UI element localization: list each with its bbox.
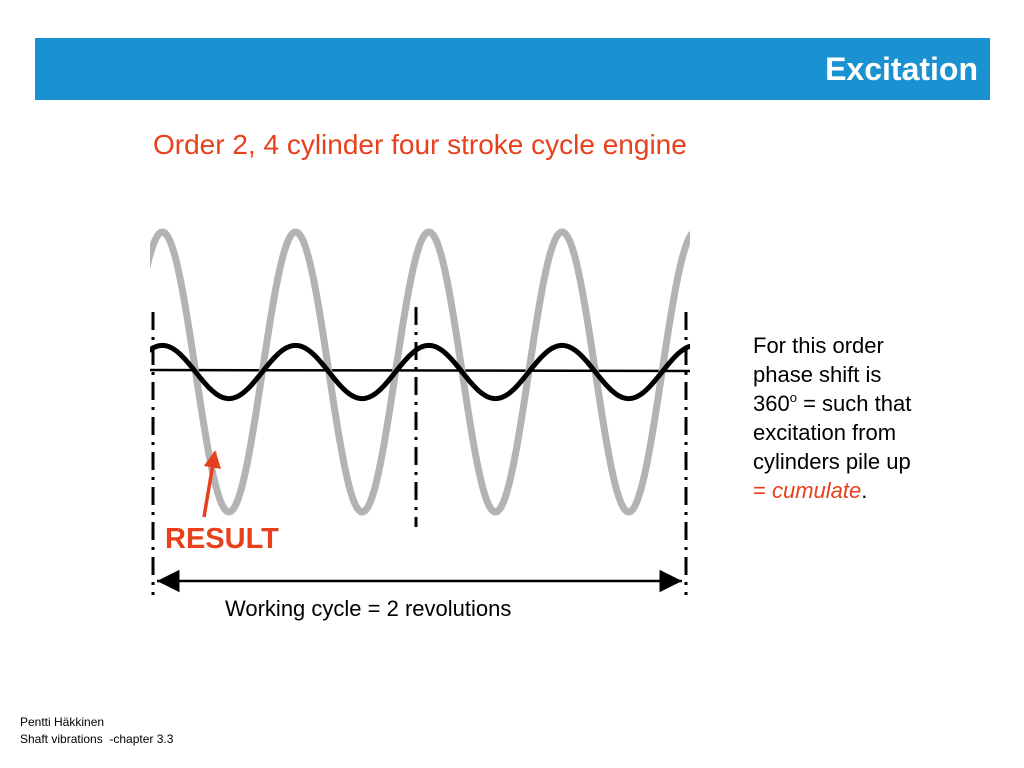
explanation-line: excitation from — [753, 420, 897, 445]
explanation-text: For this order phase shift is 360o = suc… — [753, 331, 993, 505]
result-pointer-arrow — [202, 450, 221, 518]
explanation-line: cylinders pile up — [753, 449, 911, 474]
equals-sign: = — [753, 478, 772, 503]
slide-title: Excitation — [825, 51, 978, 87]
result-wave — [150, 228, 690, 516]
explanation-fragment: = such that — [796, 391, 912, 416]
working-cycle-label: Working cycle = 2 revolutions — [225, 596, 512, 621]
degree-sup: o — [789, 390, 797, 405]
phase-value: 360 — [753, 391, 790, 416]
cumulate-emphasis: cumulate — [771, 478, 862, 503]
explanation-line: = cumulate. — [753, 476, 993, 505]
result-label: RESULT — [165, 523, 279, 555]
slide-subtitle: Order 2, 4 cylinder four stroke cycle en… — [153, 129, 687, 160]
cylinder-wave — [150, 342, 690, 402]
explanation-line: 360o = such that — [753, 389, 993, 418]
footer-course: Shaft vibrations -chapter 3.3 — [20, 732, 174, 746]
footer-author: Pentti Häkkinen — [20, 715, 105, 729]
explanation-line: phase shift is — [753, 362, 882, 387]
period: . — [861, 478, 868, 503]
header-bar: Excitation — [35, 38, 990, 100]
footer: Pentti Häkkinen Shaft vibrations -chapte… — [20, 714, 173, 748]
zero-axis — [149, 368, 691, 373]
explanation-line: For this order — [753, 333, 884, 358]
